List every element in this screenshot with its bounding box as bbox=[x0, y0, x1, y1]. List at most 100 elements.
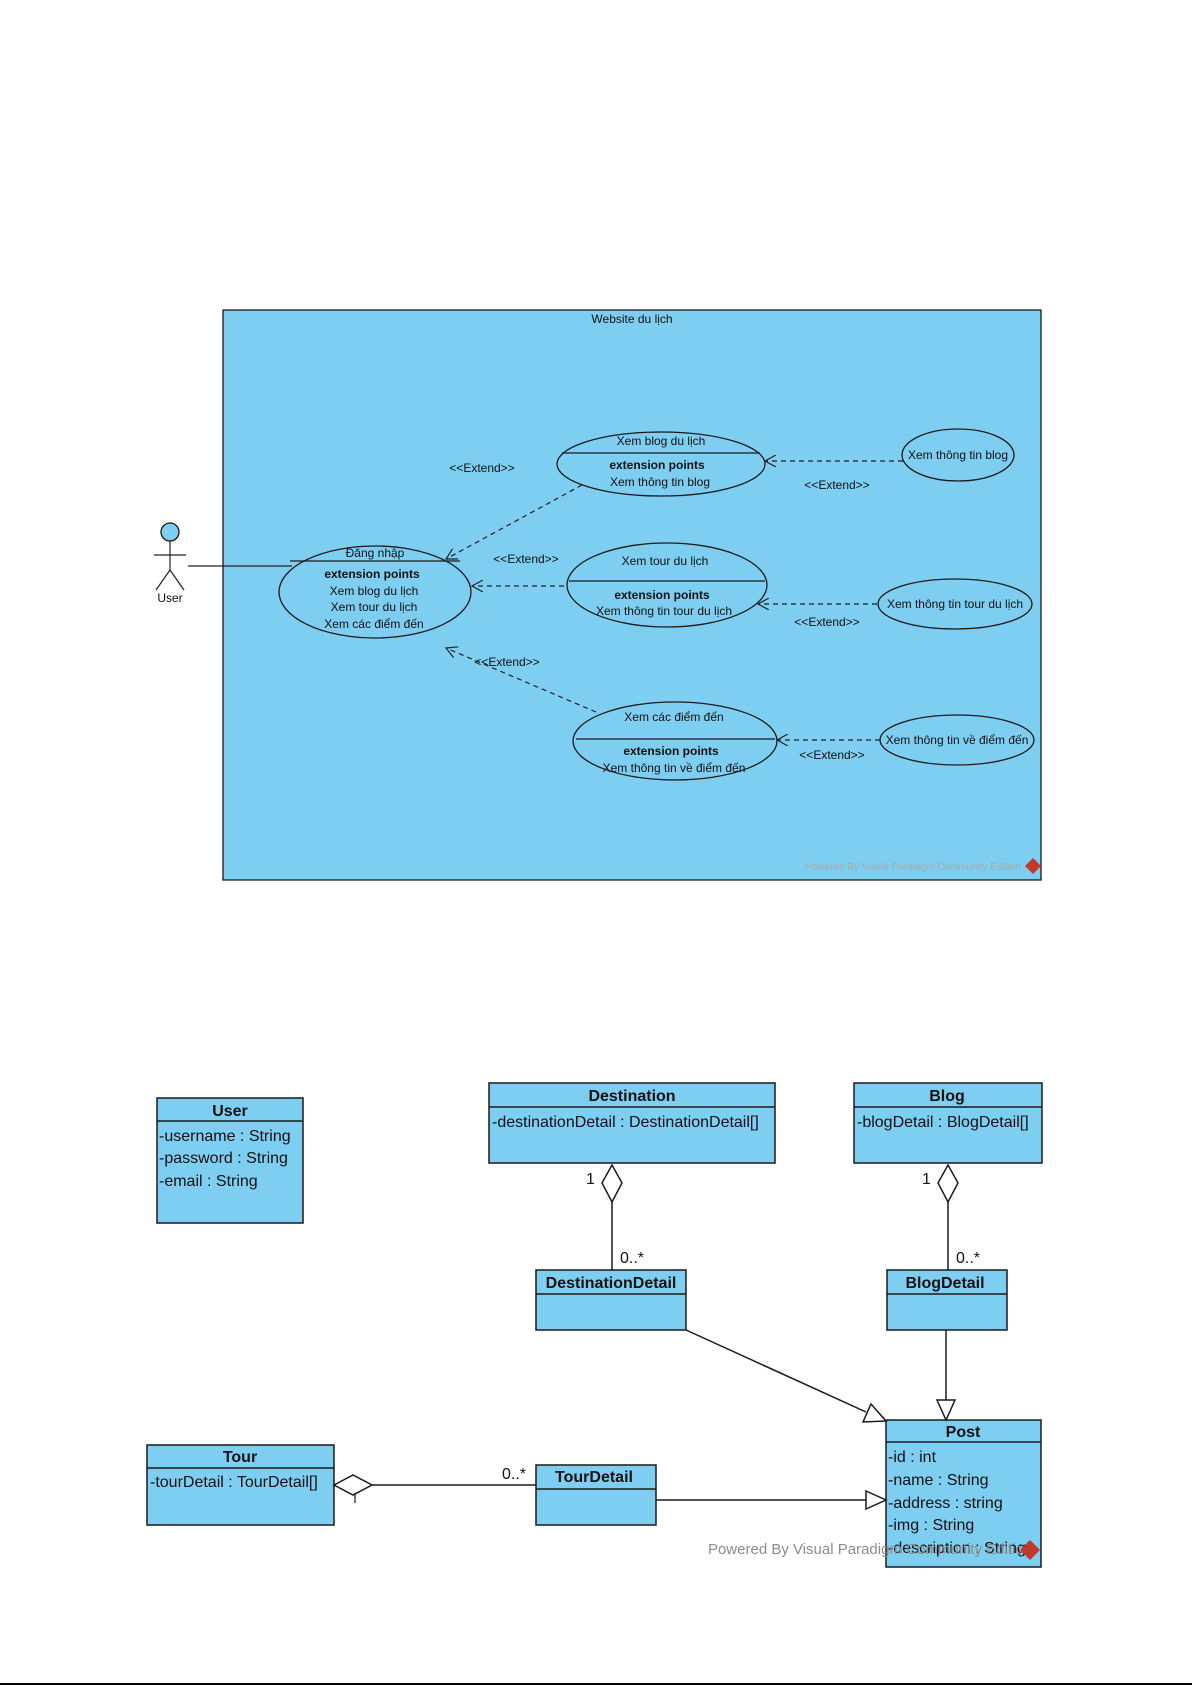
usecase-destinations-ext-point: Xem thông tin về điểm đến bbox=[603, 761, 746, 775]
usecase-login-ext-point-1: Xem blog du lịch bbox=[330, 584, 419, 598]
usecase-tour-info-shape bbox=[877, 578, 1033, 630]
extend-label-4: <<Extend>> bbox=[804, 478, 869, 492]
class-post-attr-1: -id : int bbox=[888, 1449, 937, 1466]
class-tour-box bbox=[146, 1444, 335, 1526]
usecase-tour-info-label: Xem thông tin tour du lịch bbox=[887, 597, 1023, 611]
usecase-tour-info[interactable]: Xem thông tin tour du lịch bbox=[877, 578, 1033, 630]
class-blog[interactable]: Blog -blogDetail : BlogDetail[] bbox=[853, 1082, 1043, 1164]
page-bottom-rule bbox=[0, 1683, 1192, 1685]
usecase-blog-info-label: Xem thông tin blog bbox=[908, 448, 1008, 462]
extend-label-3: <<Extend>> bbox=[474, 655, 539, 669]
class-user-attr-3: -email : String bbox=[159, 1173, 258, 1190]
extend-label-6: <<Extend>> bbox=[799, 748, 864, 762]
class-tour-detail[interactable]: TourDetail bbox=[535, 1464, 657, 1526]
class-post-name: Post bbox=[946, 1424, 981, 1441]
usecase-tour[interactable]: Xem tour du lịch extension points Xem th… bbox=[566, 542, 768, 628]
actor-leg-right bbox=[169, 569, 185, 591]
extend-blog-to-login bbox=[446, 484, 583, 559]
class-tour[interactable]: Tour -tourDetail : TourDetail[] bbox=[146, 1444, 335, 1526]
class-destination-detail-box bbox=[535, 1269, 687, 1331]
class-post[interactable]: Post -id : int -name : String -address :… bbox=[885, 1419, 1042, 1568]
class-destination-attr-1: -destinationDetail : DestinationDetail[] bbox=[492, 1114, 759, 1131]
usecase-login-ext-point-3: Xem các điểm đến bbox=[324, 617, 423, 631]
usecase-blog-info[interactable]: Xem thông tin blog bbox=[901, 428, 1015, 482]
usecase-watermark: Powered By Visual Paradigm Community Edi… bbox=[805, 862, 1021, 873]
actor-user[interactable]: User bbox=[154, 522, 186, 605]
class-destination[interactable]: Destination -destinationDetail : Destina… bbox=[488, 1082, 776, 1164]
usecase-destinations-shape bbox=[572, 701, 778, 781]
mult-blog-one: 1 bbox=[922, 1171, 931, 1188]
usecase-dest-info[interactable]: Xem thông tin về điểm đến bbox=[879, 714, 1035, 766]
usecase-destinations-name: Xem các điểm đến bbox=[624, 710, 723, 724]
usecase-dest-info-shape bbox=[879, 714, 1035, 766]
generalization-blog-detail-arrow bbox=[935, 1399, 957, 1422]
class-tour-detail-box bbox=[535, 1464, 657, 1526]
generalization-blog-detail bbox=[935, 1330, 957, 1422]
class-blog-detail[interactable]: BlogDetail bbox=[886, 1269, 1008, 1331]
class-user-attr-2: -password : String bbox=[159, 1150, 288, 1167]
class-watermark: Powered By Visual Paradigm Community Edi… bbox=[708, 1541, 1032, 1558]
class-tour-name: Tour bbox=[223, 1449, 257, 1466]
generalization-destination-detail bbox=[685, 1329, 888, 1423]
generalization-tour-detail bbox=[656, 1489, 888, 1511]
mult-blog-many: 0..* bbox=[956, 1250, 980, 1267]
aggregation-tour: 0..* bbox=[332, 1466, 536, 1503]
actor-label: User bbox=[157, 591, 182, 605]
usecase-login-name: Đăng nhập bbox=[346, 546, 405, 560]
class-post-attr-5: -description : String bbox=[888, 1540, 1026, 1557]
usecase-blog[interactable]: Xem blog du lịch extension points Xem th… bbox=[556, 431, 766, 497]
mult-destination-one: 1 bbox=[586, 1171, 595, 1188]
usecase-login-ext-header: extension points bbox=[324, 567, 420, 581]
class-user-attr-1: -username : String bbox=[159, 1128, 291, 1145]
generalization-destination-detail-arrow bbox=[861, 1402, 888, 1423]
class-user[interactable]: User -username : String -password : Stri… bbox=[156, 1097, 304, 1224]
class-destination-detail[interactable]: DestinationDetail bbox=[535, 1269, 687, 1331]
usecase-login-shape bbox=[278, 545, 472, 639]
aggregation-destination: 1 0..* bbox=[586, 1163, 644, 1270]
usecase-dest-info-label: Xem thông tin về điểm đến bbox=[886, 733, 1029, 747]
mult-tour-many: 0..* bbox=[502, 1466, 526, 1483]
use-case-diagram: Website du lịch User <<Extend>> <<Extend… bbox=[154, 309, 1042, 881]
class-user-box bbox=[156, 1097, 304, 1224]
extend-dest-to-login bbox=[446, 648, 597, 713]
mult-destination-many: 0..* bbox=[620, 1250, 644, 1267]
extend-label-2: <<Extend>> bbox=[493, 552, 558, 566]
class-destination-name: Destination bbox=[588, 1088, 675, 1105]
class-blog-attr-1: -blogDetail : BlogDetail[] bbox=[857, 1114, 1029, 1131]
usecase-destinations[interactable]: Xem các điểm đến extension points Xem th… bbox=[572, 701, 778, 781]
class-blog-detail-box bbox=[886, 1269, 1008, 1331]
actor-leg-left bbox=[155, 569, 171, 591]
class-diagram: User -username : String -password : Stri… bbox=[146, 1082, 1043, 1568]
class-post-attr-3: -address : string bbox=[888, 1495, 1003, 1512]
class-post-attr-4: -img : String bbox=[888, 1517, 974, 1534]
aggregation-destination-diamond bbox=[601, 1163, 623, 1204]
generalization-tour-detail-arrow bbox=[865, 1489, 888, 1511]
usecase-tour-ext-point: Xem thông tin tour du lịch bbox=[596, 604, 732, 618]
class-watermark-logo-icon bbox=[1020, 1540, 1040, 1560]
usecase-login[interactable]: Đăng nhập extension points Xem blog du l… bbox=[278, 545, 472, 639]
aggregation-blog-diamond bbox=[937, 1163, 959, 1204]
class-blog-detail-name: BlogDetail bbox=[905, 1275, 984, 1292]
class-destination-detail-name: DestinationDetail bbox=[546, 1275, 677, 1292]
usecase-blog-shape bbox=[556, 431, 766, 497]
aggregation-tour-diamond bbox=[332, 1474, 374, 1496]
usecase-blog-name: Xem blog du lịch bbox=[617, 434, 706, 448]
aggregation-blog: 1 0..* bbox=[922, 1163, 980, 1270]
generalization-destination-detail-line bbox=[685, 1329, 867, 1413]
actor-head bbox=[160, 522, 180, 542]
usecase-tour-shape bbox=[566, 542, 768, 628]
usecase-tour-ext-header: extension points bbox=[614, 588, 710, 602]
class-post-attr-2: -name : String bbox=[888, 1472, 988, 1489]
usecase-blog-info-shape bbox=[901, 428, 1015, 482]
class-blog-box bbox=[853, 1082, 1043, 1164]
class-post-box bbox=[885, 1419, 1042, 1568]
usecase-blog-ext-point: Xem thông tin blog bbox=[610, 475, 710, 489]
class-tour-attr-1: -tourDetail : TourDetail[] bbox=[150, 1474, 318, 1491]
class-tour-detail-name: TourDetail bbox=[555, 1469, 633, 1486]
watermark-logo-icon bbox=[1025, 858, 1041, 874]
extend-label-1: <<Extend>> bbox=[449, 461, 514, 475]
usecase-tour-name: Xem tour du lịch bbox=[622, 554, 709, 568]
usecase-destinations-ext-header: extension points bbox=[623, 744, 719, 758]
class-destination-box bbox=[488, 1082, 776, 1164]
